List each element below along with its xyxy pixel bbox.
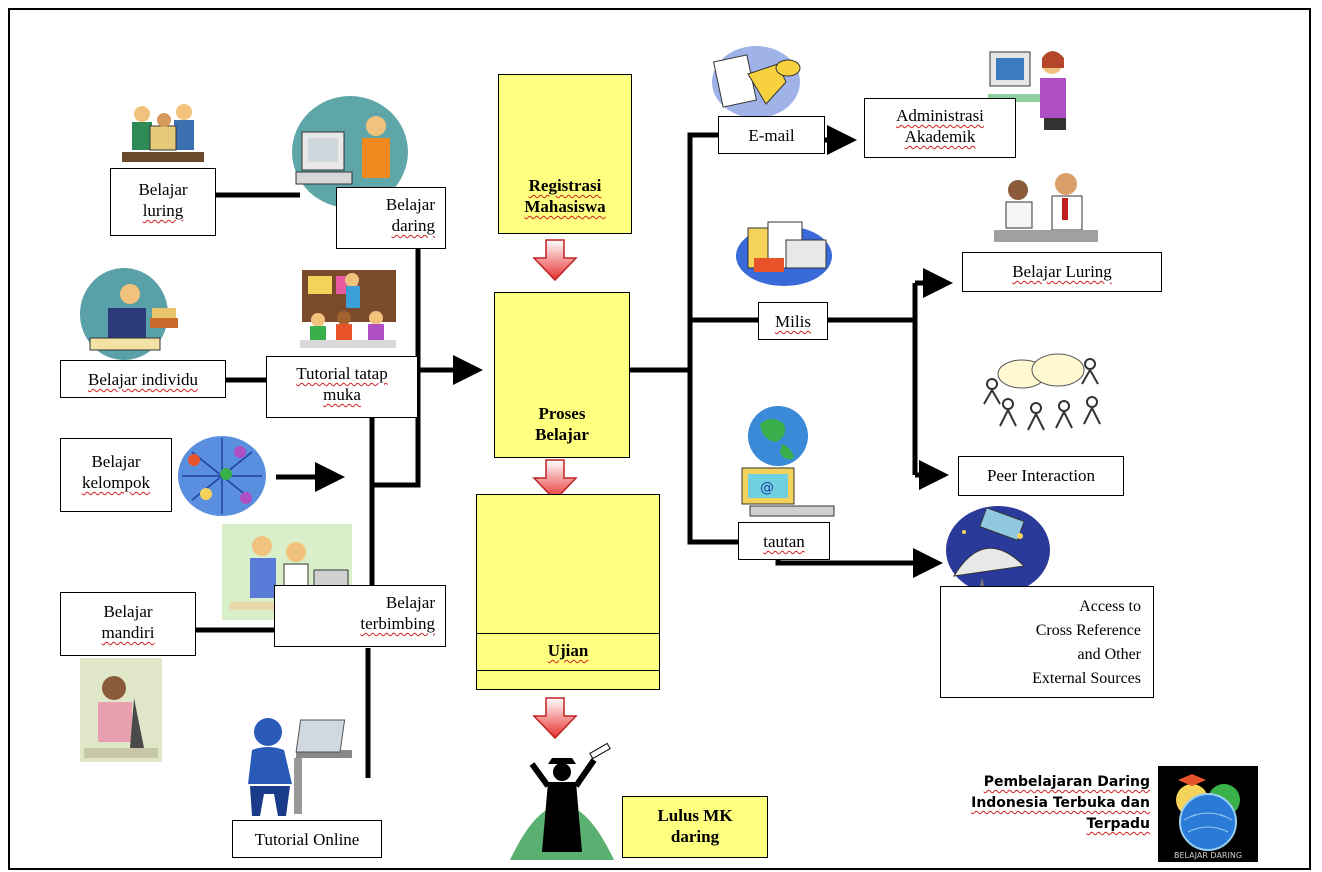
node-label-line2: Cross Reference [1035,622,1141,639]
connector-daring-down [372,248,421,488]
mailing-list-illustration [736,221,832,286]
node-label-line1: Belajar [385,195,435,214]
node-label-line2: Belajar [535,425,589,444]
node-label-line1: Tutorial tatap [296,364,388,383]
down-arrow-registrasi [532,239,578,282]
node-label: Belajar individu [87,370,198,389]
individual-study-illustration [80,268,178,360]
node-administrasi-akademik: Administrasi Akademik [864,98,1016,158]
node-lulus-mk-daring: Lulus MK daring [622,796,768,858]
branding-line3: Terpadu [1086,816,1150,832]
node-label-line1: Lulus MK [657,806,733,825]
branding-line2: Indonesia Terbuka dan [971,795,1150,811]
branding-line1: Pembelajaran Daring [983,774,1150,790]
node-label-line4: External Sources [1032,670,1141,687]
node-label-line1: Proses [538,404,586,423]
node-milis: Milis [758,302,828,340]
down-arrow-proses [532,459,578,502]
logo-text: BELAJAR DARING [1174,851,1242,860]
node-label: Peer Interaction [986,466,1096,485]
link-globe-illustration: @ [741,406,835,517]
node-label-line1: Belajar [385,593,435,612]
node-tautan: tautan [738,522,830,560]
node-ujian: Ujian [476,494,660,690]
node-label: Milis [775,312,811,331]
node-peer-interaction: Peer Interaction [958,456,1124,496]
email-illustration [712,46,801,118]
node-label-line1: Belajar [103,602,153,621]
node-label: Tutorial Online [254,830,360,849]
node-label-line2: terbimbing [360,614,435,633]
node-label-line1: Belajar [91,452,141,471]
classroom-illustration [300,270,396,348]
node-belajar-individu: Belajar individu [60,360,226,398]
online-tutorial-illustration [248,718,352,816]
administration-illustration [988,51,1066,130]
group-study-illustration [122,104,204,162]
node-label-line1: Administrasi [896,106,984,125]
node-label-line2: luring [142,201,184,220]
node-email: E-mail [718,116,825,154]
node-tutorial-online: Tutorial Online [232,820,382,858]
node-tutorial-tatap-muka: Tutorial tatap muka [266,356,418,418]
connector-trunk [687,132,738,545]
diagram-frame [8,8,1311,870]
ujian-label-row: Ujian [477,633,659,671]
node-belajar-luring-right: Belajar Luring [962,252,1162,292]
node-label-line1: Access to [1079,598,1141,615]
node-proses-belajar: Proses Belajar [494,292,630,458]
node-label-line2: daring [670,827,720,846]
node-label-line2: muka [323,385,361,404]
node-label-line1: Belajar [138,180,188,199]
belajar-daring-logo: BELAJAR DARING [1158,766,1258,862]
node-label: Belajar Luring [1012,262,1112,281]
node-label-line1: Registrasi [528,176,602,195]
node-label-line2: kelompok [82,473,150,492]
graduate-illustration [510,742,614,860]
independent-study-illustration [80,658,162,762]
node-access-external: Access to Cross Reference and Other Exte… [940,586,1154,698]
node-belajar-terbimbing: Belajar terbimbing [274,585,446,647]
offline-study-illustration [994,173,1098,242]
node-belajar-luring-left: Belajar luring [110,168,216,236]
node-belajar-kelompok: Belajar kelompok [60,438,172,512]
group-network-illustration [178,436,266,516]
node-label-line2: Akademik [904,127,976,146]
node-label-line2: daring [391,216,435,235]
node-belajar-daring: Belajar daring [336,187,446,249]
online-learner-illustration [292,96,408,208]
branding-text: Pembelajaran Daring Indonesia Terbuka da… [930,772,1150,835]
node-label: tautan [763,532,805,551]
node-label: Ujian [547,641,589,660]
node-registrasi-mahasiswa: Registrasi Mahasiswa [498,74,632,234]
node-label-line2: Mahasiswa [524,197,606,216]
node-belajar-mandiri: Belajar mandiri [60,592,196,656]
node-label-line2: mandiri [101,623,155,642]
node-label-line3: and Other [1077,646,1141,663]
down-arrow-ujian [532,697,578,740]
svg-text:@: @ [760,480,774,496]
node-label: E-mail [748,126,795,145]
peer-interaction-illustration [983,353,1101,431]
